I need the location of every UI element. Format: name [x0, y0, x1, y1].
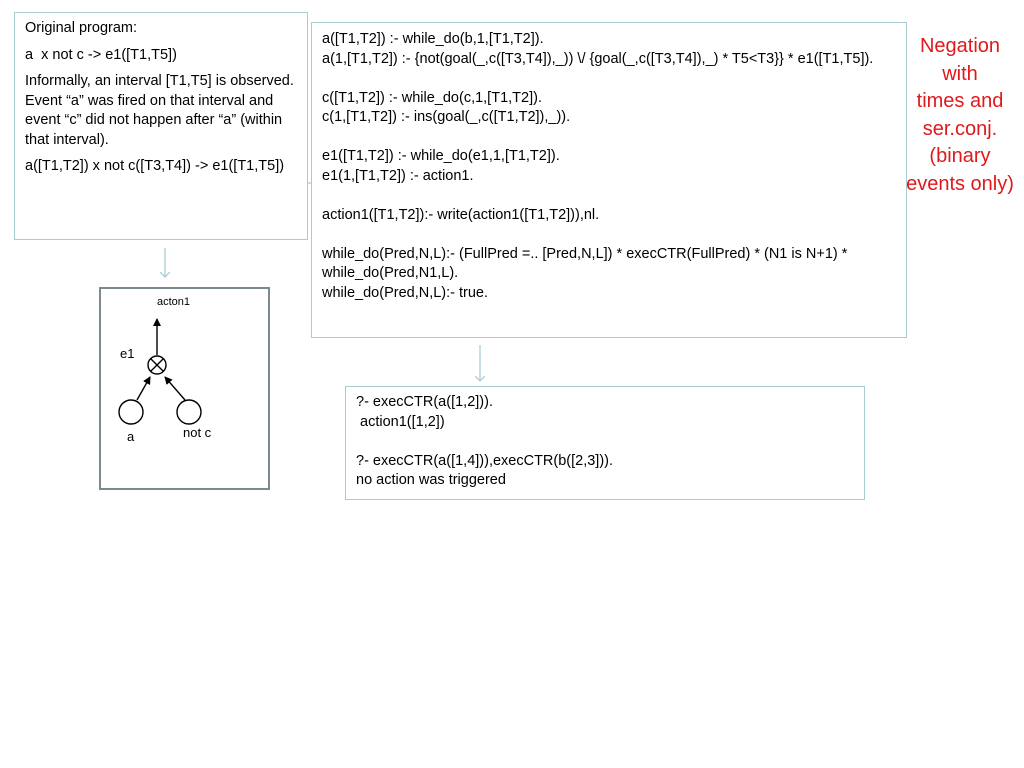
tree-action-label: acton1 — [157, 296, 190, 308]
original-title: Original program: — [25, 20, 138, 36]
query-line: ?- execCTR(a([1,2])). — [356, 394, 493, 410]
tree-node-not-c — [176, 399, 202, 425]
code-line: a([T1,T2]) :- while_do(b,1,[T1,T2]). — [322, 31, 544, 47]
code-line: c([T1,T2]) :- while_do(c,1,[T1,T2]). — [322, 89, 542, 106]
code-blank-line — [322, 186, 896, 206]
negation-note-line: with — [942, 62, 978, 85]
negation-note-line: events only) — [906, 172, 1014, 195]
code-blank-line — [322, 69, 896, 89]
original-rule-timed: a([T1,T2]) x not c([T3,T4]) -> e1([T1,T5… — [25, 158, 285, 174]
negation-note-line: (binary — [929, 145, 991, 167]
tree-node-a — [118, 399, 144, 425]
negation-note-line: Negation — [919, 35, 1001, 57]
tree-edge-notc-to-e1 — [164, 376, 186, 401]
tree-left-label: a — [127, 429, 135, 444]
negation-note: Negation with times and ser.conj. (binary eve… — [896, 33, 1024, 198]
code-blank-line — [322, 225, 896, 245]
query-blank-line — [356, 432, 854, 452]
tree-edge-a-to-e1 — [136, 376, 151, 401]
tree-conjunction-node — [147, 355, 167, 375]
negation-note-line: ser.conj. — [922, 117, 998, 140]
code-line: action1([T1,T2]):- write(action1([T1,T2]… — [322, 206, 600, 223]
query-line: no action was triggered — [356, 472, 506, 488]
query-box: ?- execCTR(a([1,2])). action1([1,2]) ?- e… — [345, 386, 865, 500]
code-line: c(1,[T1,T2]) :- ins(goal(_,c([T1,T2]),_)… — [322, 109, 571, 125]
event-tree-svg: acton1 e1 a not c — [118, 296, 212, 444]
code-line: e1(1,[T1,T2]) :- action1. — [322, 167, 474, 184]
negation-note-line: times and — [916, 90, 1004, 112]
query-line: action1([1,2]) — [356, 413, 445, 430]
tree-event-label: e1 — [120, 346, 134, 361]
original-rule: a x not c -> e1([T1,T5]) — [25, 46, 177, 63]
code-blank-line — [322, 128, 896, 148]
tree-right-label: not c — [183, 425, 212, 440]
code-line: a(1,[T1,T2]) :- {not(goal(_,c([T3,T4]),_… — [322, 50, 874, 67]
code-line: while_do(Pred,N,L):- (FullPred =.. [Pred… — [322, 245, 852, 282]
original-description: Informally, an interval [T1,T5] is obser… — [25, 73, 294, 148]
code-line: while_do(Pred,N,L):- true. — [322, 284, 489, 301]
code-line: e1([T1,T2]) :- while_do(e1,1,[T1,T2]). — [322, 148, 560, 164]
event-tree-diagram: acton1 e1 a not c — [99, 287, 270, 490]
query-line: ?- execCTR(a([1,4])),execCTR(b([2,3])). — [356, 452, 614, 469]
original-program-box: Original program: a x not c -> e1([T1,T5… — [14, 12, 308, 240]
code-box: a([T1,T2]) :- while_do(b,1,[T1,T2]). a(1,… — [311, 22, 907, 338]
